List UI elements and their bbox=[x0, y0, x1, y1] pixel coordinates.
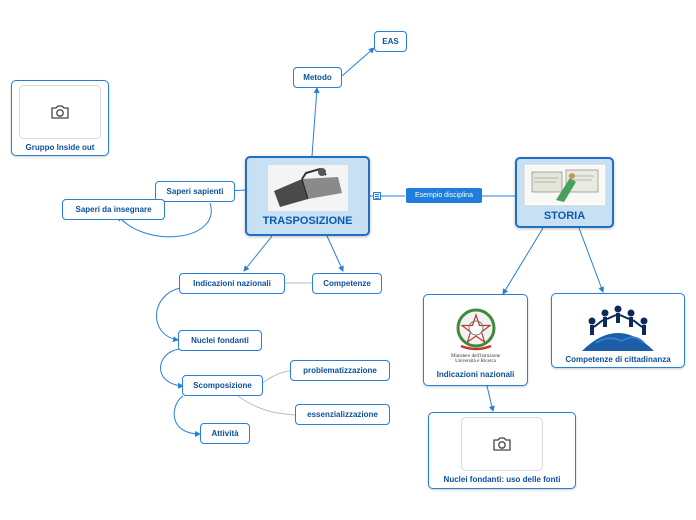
node-competenze[interactable]: Competenze bbox=[312, 273, 382, 294]
node-nuclei-fondanti[interactable]: Nuclei fondanti bbox=[178, 330, 262, 351]
camera-icon bbox=[51, 104, 69, 119]
node-nuclei-fondanti-uso-delle-fonti-label: Nuclei fondanti: uso delle fonti bbox=[443, 475, 561, 484]
italian-emblem-image: Ministero dell'Istruzione Università e R… bbox=[444, 302, 508, 368]
emblem-caption-2: Università e Ricerca bbox=[455, 358, 496, 364]
node-indicazioni-nazionali[interactable]: Indicazioni nazionali bbox=[179, 273, 285, 294]
book-image bbox=[267, 165, 348, 211]
node-problematizzazione[interactable]: problematizzazione bbox=[290, 360, 390, 381]
node-attivita[interactable]: Attività bbox=[200, 423, 250, 444]
node-competenze-di-cittadinanza[interactable]: Competenze di cittadinanza bbox=[551, 293, 685, 368]
central-topic-trasposizione[interactable]: TRASPOSIZIONE bbox=[245, 156, 370, 236]
node-gruppo-inside-out[interactable]: Gruppo Inside out bbox=[11, 80, 109, 156]
node-indicazioni-nazionali-storia[interactable]: Ministero dell'Istruzione Università e R… bbox=[423, 294, 528, 386]
note-icon[interactable] bbox=[373, 192, 381, 200]
topic-storia[interactable]: STORIA bbox=[515, 157, 614, 228]
emblem-caption-1: Ministero dell'Istruzione bbox=[450, 353, 501, 359]
link-label-esempio-disciplina[interactable]: Esempio disciplina bbox=[406, 188, 482, 203]
node-competenze-di-cittadinanza-label: Competenze di cittadinanza bbox=[565, 355, 671, 364]
camera-icon bbox=[493, 437, 511, 451]
node-essenzializzazione[interactable]: essenzializzazione bbox=[295, 404, 390, 425]
topic-storia-label: STORIA bbox=[543, 209, 586, 222]
storia-image bbox=[523, 163, 606, 206]
node-saperi-sapienti[interactable]: Saperi sapienti bbox=[155, 181, 235, 202]
node-nuclei-fondanti-uso-delle-fonti[interactable]: Nuclei fondanti: uso delle fonti bbox=[428, 412, 576, 489]
node-indicazioni-nazionali-storia-label: Indicazioni nazionali bbox=[436, 369, 515, 379]
node-scomposizione[interactable]: Scomposizione bbox=[182, 375, 263, 396]
image-placeholder bbox=[461, 417, 543, 471]
central-topic-label: TRASPOSIZIONE bbox=[262, 215, 353, 227]
image-placeholder bbox=[19, 84, 101, 139]
node-saperi-da-insegnare[interactable]: Saperi da insegnare bbox=[62, 199, 165, 220]
node-gruppo-inside-out-label: Gruppo Inside out bbox=[25, 142, 95, 152]
node-eas[interactable]: EAS bbox=[374, 31, 407, 52]
node-metodo[interactable]: Metodo bbox=[293, 67, 342, 88]
children-globe-image bbox=[578, 297, 658, 351]
